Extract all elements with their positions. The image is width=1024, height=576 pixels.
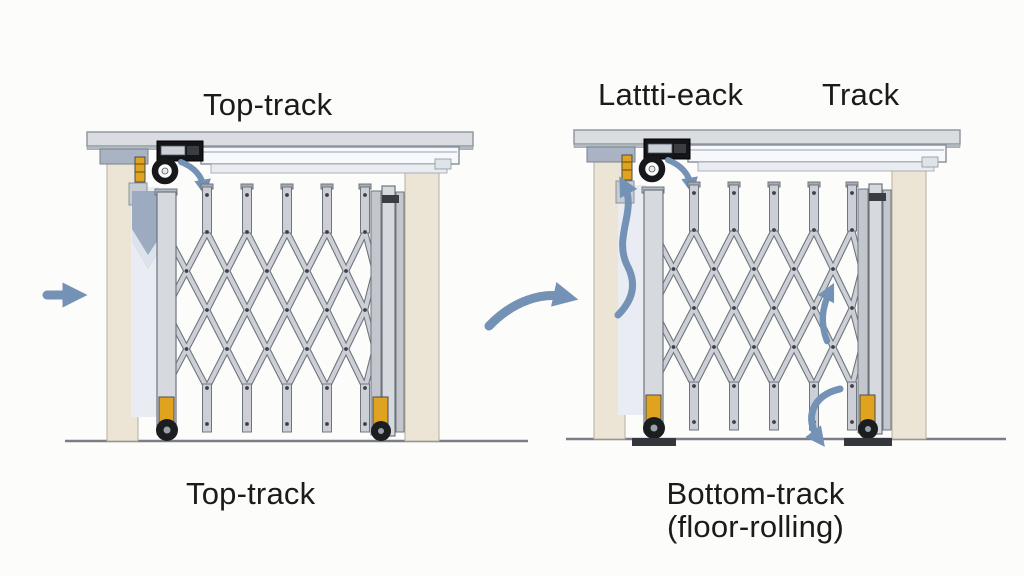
track-lip — [697, 161, 935, 172]
trolley-roller — [151, 157, 179, 185]
curved-right-arrow-icon — [484, 282, 579, 331]
end-latch — [382, 195, 399, 203]
right-post — [404, 162, 440, 442]
lock-cylinder — [134, 156, 146, 183]
top-track-gate-diagram — [65, 131, 528, 443]
header-beam — [573, 129, 961, 145]
label-bottom-track: Bottom-track (floor-rolling) — [648, 477, 863, 543]
bottom-track-gate-diagram — [566, 129, 1006, 447]
label-top-track-bottom: Top-track — [186, 476, 316, 511]
label-top-track-left: Top-track — [203, 87, 333, 122]
lock-cylinder — [621, 154, 633, 181]
roller-hub — [648, 165, 656, 173]
track-end-cap — [921, 156, 939, 168]
floor-plate — [844, 438, 892, 446]
trolley-roller — [638, 155, 666, 183]
motor-panel — [647, 143, 673, 154]
top-track-rail — [687, 144, 947, 163]
motor-vent — [187, 146, 199, 155]
lattice-gate — [162, 183, 389, 433]
s-curve-down-arrow-icon — [614, 176, 638, 319]
right-post — [891, 160, 927, 440]
top-track-rail — [200, 146, 460, 165]
end-stack-slat — [882, 189, 892, 431]
label-bottom-track-line1: Bottom-track — [666, 476, 845, 511]
end-latch — [869, 193, 886, 201]
end-stack-slat — [395, 191, 405, 433]
motor-panel — [160, 145, 186, 156]
label-bottom-track-line2: (floor-rolling) — [667, 509, 844, 544]
motor-vent — [674, 144, 686, 153]
up-arrow-icon — [817, 282, 835, 345]
label-lattice-track: Lattti-eack — [598, 77, 744, 112]
label-track: Track — [822, 77, 900, 112]
track-lip — [210, 163, 448, 174]
roller-hub — [161, 167, 169, 175]
lattice-gate — [649, 181, 876, 431]
floor-roll-arrow-icon — [805, 385, 844, 447]
track-end-cap — [434, 158, 452, 170]
floor-plate — [632, 438, 676, 446]
header-beam — [86, 131, 474, 147]
